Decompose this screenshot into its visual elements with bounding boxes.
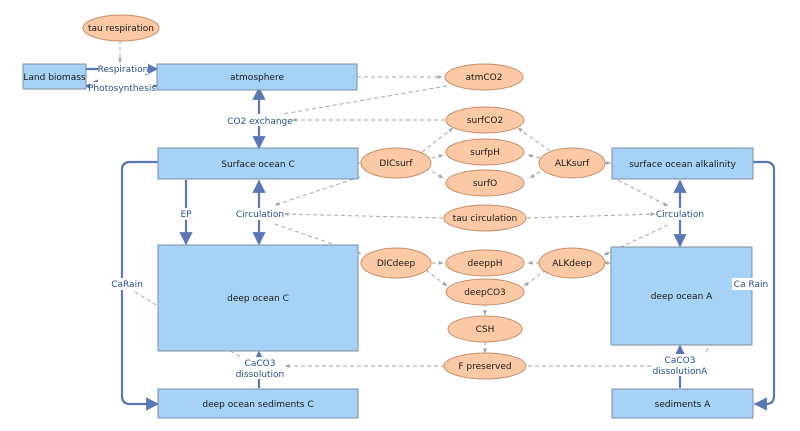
svg-text:surface ocean alkalinity: surface ocean alkalinity: [629, 160, 737, 170]
stock-land-biomass[interactable]: Land biomass: [22, 63, 87, 90]
var-surfco2[interactable]: surfCO2: [445, 106, 525, 134]
link-alksurf-surfco2: [517, 127, 551, 152]
flow-ca-rain-right[interactable]: [753, 160, 776, 411]
svg-text:surfpH: surfpH: [470, 148, 500, 158]
svg-text:surfO: surfO: [473, 179, 497, 189]
stock-deep-ocean-sediments-c[interactable]: deep ocean sediments C: [157, 388, 359, 419]
svg-text:Land biomass: Land biomass: [23, 73, 85, 83]
flow-label-caco3-dissolution-a-1: CaCO3: [665, 356, 696, 366]
svg-text:deep ocean C: deep ocean C: [227, 294, 289, 304]
link-circleft-dicdeep: [274, 223, 362, 255]
var-deepph[interactable]: deeppH: [445, 249, 525, 277]
link-alksurf-circright: [611, 176, 669, 207]
stock-sediments-a[interactable]: sediments A: [611, 388, 754, 419]
svg-text:ALKsurf: ALKsurf: [555, 159, 590, 169]
var-dicdeep[interactable]: DICdeep: [360, 247, 432, 279]
flow-label-circulation-right: Circulation: [656, 210, 704, 220]
svg-text:deepCO3: deepCO3: [464, 288, 506, 298]
svg-text:tau circulation: tau circulation: [453, 214, 517, 224]
flow-label-circulation-left: Circulation: [236, 210, 284, 220]
stock-atmosphere[interactable]: atmosphere: [156, 63, 358, 91]
svg-text:deep ocean A: deep ocean A: [651, 292, 713, 302]
svg-text:deeppH: deeppH: [468, 259, 503, 269]
var-dicsurf[interactable]: DICsurf: [360, 147, 432, 179]
stock-surface-ocean-c[interactable]: Surface ocean C: [157, 147, 359, 180]
svg-text:atmCO2: atmCO2: [466, 73, 503, 83]
link-dicdeep-deepco3: [425, 269, 448, 287]
link-alksurf-surfph: [527, 154, 541, 159]
flow-label-ca-rain-left: CaRain: [111, 280, 143, 290]
var-surfo[interactable]: surfO: [445, 169, 525, 197]
link-dicsurf-surfo: [425, 167, 444, 179]
svg-text:deep ocean sediments C: deep ocean sediments C: [202, 400, 313, 410]
svg-text:Surface ocean C: Surface ocean C: [221, 160, 295, 170]
svg-text:DICsurf: DICsurf: [379, 159, 413, 169]
var-csh[interactable]: CSH: [447, 315, 523, 343]
svg-text:sediments A: sediments A: [655, 400, 712, 410]
var-surfph[interactable]: surfpH: [445, 138, 525, 166]
svg-text:surfCO2: surfCO2: [467, 116, 503, 126]
svg-text:F preserved: F preserved: [458, 362, 511, 372]
flow-label-ep: EP: [180, 210, 192, 220]
var-tau-circulation[interactable]: tau circulation: [443, 204, 527, 232]
flow-label-caco3-dissolution-2: dissolution: [236, 370, 285, 380]
flow-label-co2-exchange: CO2 exchange: [227, 117, 293, 127]
var-atmco2[interactable]: atmCO2: [444, 63, 524, 91]
var-alkdeep[interactable]: ALKdeep: [538, 247, 606, 279]
var-tau-respiration[interactable]: tau respiration: [82, 14, 160, 42]
svg-text:DICdeep: DICdeep: [377, 259, 416, 269]
stock-deep-ocean-c[interactable]: deep ocean C: [157, 244, 359, 352]
svg-text:tau respiration: tau respiration: [88, 24, 154, 34]
svg-text:atmosphere: atmosphere: [230, 73, 284, 83]
var-alksurf[interactable]: ALKsurf: [538, 147, 606, 179]
var-deepco3[interactable]: deepCO3: [445, 278, 525, 306]
link-alkdeep-deepco3: [523, 269, 547, 287]
link-dicsurf-surfph: [431, 154, 444, 159]
svg-text:CSH: CSH: [476, 325, 495, 335]
flow-labels: Respiration Photosynthesis CO2 exchange …: [88, 63, 770, 380]
flow-label-caco3-dissolution-1: CaCO3: [245, 359, 276, 369]
var-f-preserved[interactable]: F preserved: [443, 352, 527, 380]
flows: [84, 62, 776, 411]
stock-surface-ocean-alkalinity[interactable]: surface ocean alkalinity: [611, 147, 754, 180]
flow-label-respiration: Respiration: [98, 65, 149, 75]
link-taucirc-circright: [526, 212, 656, 219]
link-taucirc-circleft: [283, 212, 444, 219]
stock-deep-ocean-a[interactable]: deep ocean A: [610, 246, 753, 346]
flow-label-caco3-dissolution-a-2: dissolutionA: [653, 367, 709, 377]
flow-label-ca-rain-right: Ca Rain: [734, 280, 768, 290]
svg-text:ALKdeep: ALKdeep: [552, 259, 592, 269]
flow-label-photosynthesis: Photosynthesis: [88, 84, 156, 94]
link-dicsurf-circleft: [274, 176, 361, 206]
link-atmco2-co2exchange: [264, 85, 448, 119]
